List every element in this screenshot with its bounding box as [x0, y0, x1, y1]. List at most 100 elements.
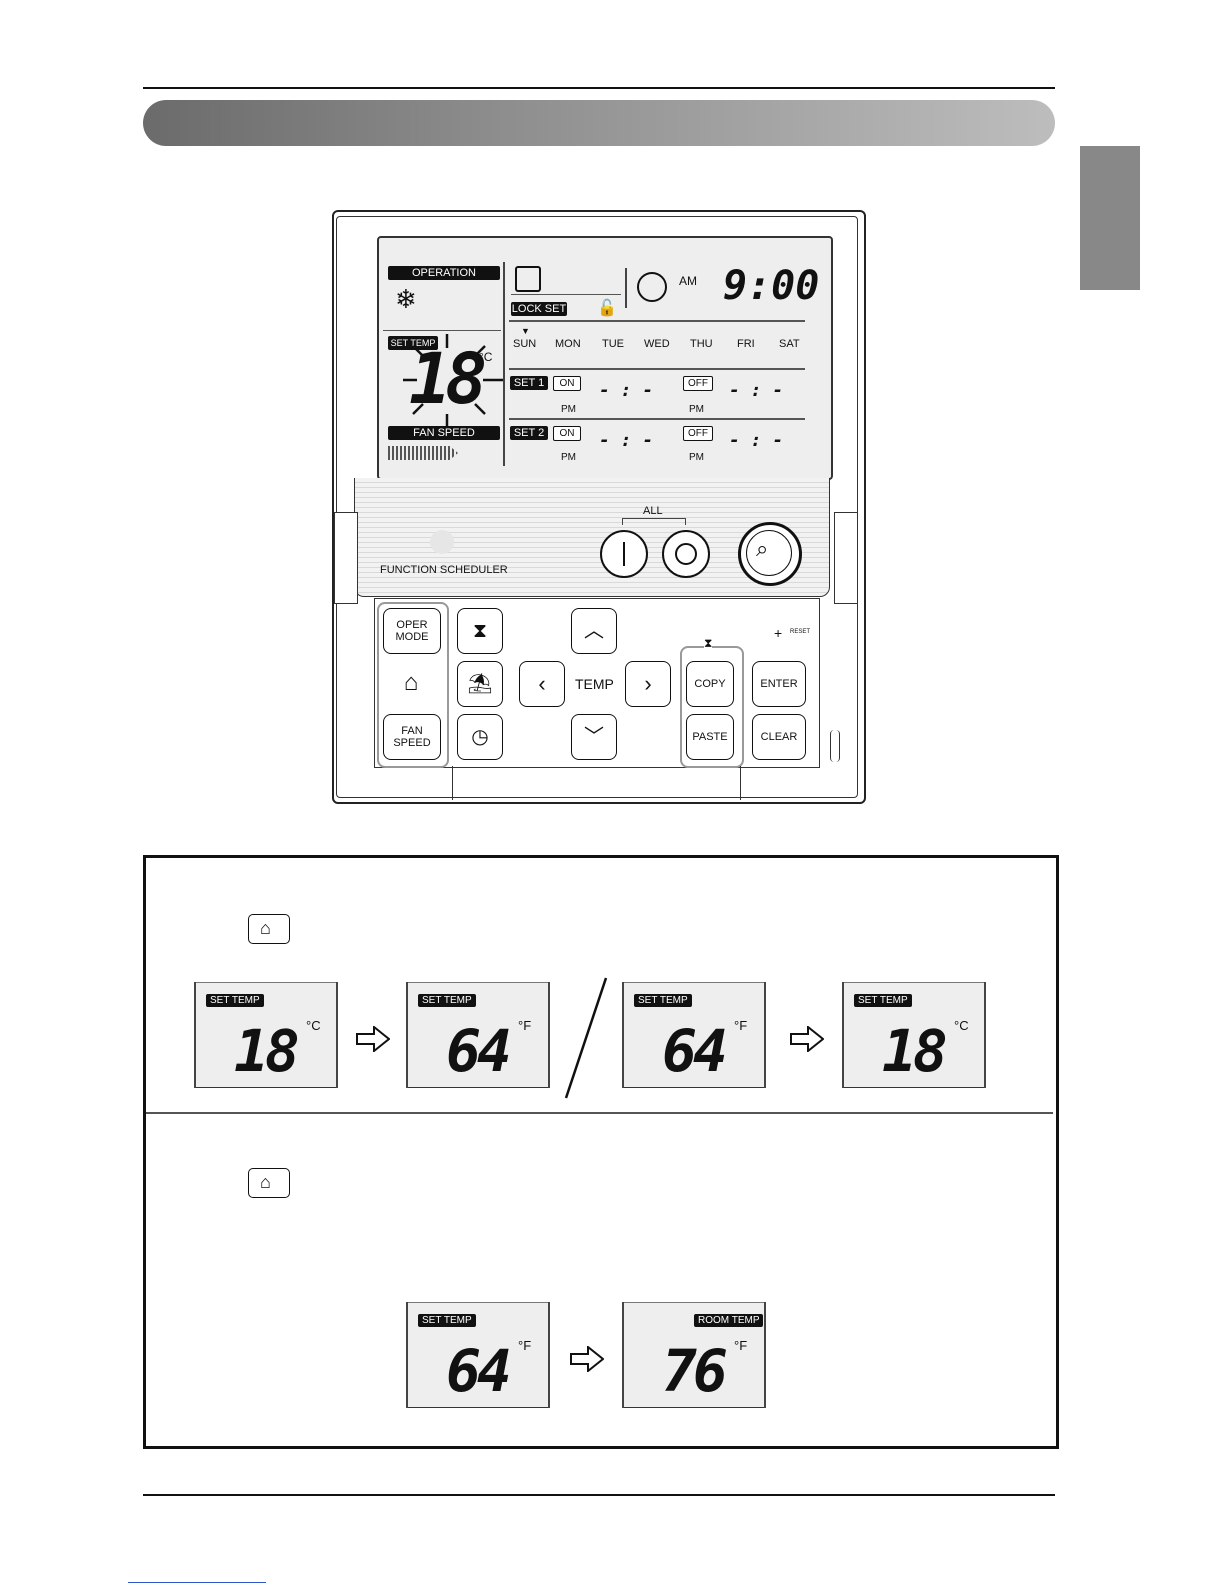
example-display-3: SET TEMP 64 °F: [622, 982, 766, 1088]
example-unit: °F: [734, 1338, 748, 1353]
day-sun: SUN: [513, 338, 537, 350]
day-fri: FRI: [737, 338, 755, 350]
clock-icon: ◷: [471, 726, 489, 748]
all-off-button[interactable]: [662, 530, 710, 578]
example-value: 18: [882, 1017, 948, 1085]
hourglass-icon: ⧗: [472, 620, 488, 642]
home-thermometer-icon: ⌂: [260, 918, 271, 938]
example-unit: °F: [518, 1018, 532, 1033]
day-wed: WED: [644, 338, 670, 350]
fan-speed-label: FAN SPEED: [388, 426, 500, 440]
top-rule: [143, 87, 1055, 89]
sensor-dot: [430, 530, 454, 554]
left-hinge: [334, 512, 358, 604]
all-on-button[interactable]: [600, 530, 648, 578]
fan-speed-button[interactable]: FAN SPEED: [383, 714, 441, 760]
unit-indicator-icon: [515, 266, 541, 292]
day-marker: ▼: [521, 326, 530, 336]
set2-on: ON: [553, 426, 581, 441]
unlock-icon: 🔓: [597, 300, 617, 317]
temp-right-button[interactable]: ›: [625, 661, 671, 707]
copy-button[interactable]: COPY: [686, 661, 734, 707]
example-tag: SET TEMP: [634, 994, 692, 1007]
example-display-1: SET TEMP 18 °C: [194, 982, 338, 1088]
set1-on-pm: PM: [561, 404, 576, 415]
chevron-right-icon: ›: [644, 671, 652, 696]
set1-label: SET 1: [510, 376, 548, 390]
set-temp-label: SET TEMP: [388, 336, 438, 350]
clock-button[interactable]: ◷: [457, 714, 503, 760]
chevron-down-icon: ﹀: [584, 726, 604, 748]
instruction-box: [143, 855, 1059, 1449]
example-display-2: SET TEMP 64 °F: [406, 982, 550, 1088]
off-circle-icon: [675, 543, 697, 565]
example-unit: °F: [734, 1018, 748, 1033]
example-display-6: ROOM TEMP 76 °F: [622, 1302, 766, 1408]
controller-frame: [336, 216, 858, 798]
lock-set-label: LOCK SET: [511, 302, 567, 316]
example-tag: ROOM TEMP: [694, 1314, 764, 1327]
function-scheduler-label: FUNCTION SCHEDULER: [380, 564, 508, 576]
oper-mode-button[interactable]: OPER MODE: [383, 608, 441, 654]
magnifier-check-icon: ⌕: [756, 536, 769, 561]
section-banner: [143, 100, 1055, 146]
room-temp-button[interactable]: ⌂: [383, 660, 439, 706]
timer-button[interactable]: ⧗: [457, 608, 503, 654]
room-temp-key-icon-1: ⌂: [248, 914, 290, 944]
all-label: ALL: [643, 505, 663, 517]
room-temp-key-icon-2: ⌂: [248, 1168, 290, 1198]
temp-left-button[interactable]: ‹: [519, 661, 565, 707]
lcd-display: OPERATION ❄ SET TEMP 18 °C FAN SPEED LOC…: [377, 236, 833, 480]
clear-button[interactable]: CLEAR: [752, 714, 806, 760]
clock-time: 9:00: [723, 263, 820, 309]
set1-off-time: - : -: [729, 380, 784, 401]
temp-down-button[interactable]: ﹀: [571, 714, 617, 760]
copy-hourglass-icon: ⧗: [704, 636, 713, 651]
temp-up-button[interactable]: ︿: [571, 608, 617, 654]
example-display-5: SET TEMP 64 °F: [406, 1302, 550, 1408]
example-display-4: SET TEMP 18 °C: [842, 982, 986, 1088]
blink-rays: [403, 334, 503, 428]
chevron-left-icon: ‹: [538, 671, 546, 696]
set2-off-pm: PM: [689, 452, 704, 463]
operation-label: OPERATION: [388, 266, 500, 280]
set2-on-time: - : -: [599, 430, 654, 451]
arrow-right-icon: [356, 1026, 390, 1052]
example-value: 64: [446, 1017, 512, 1085]
set1-off-pm: PM: [689, 404, 704, 415]
fan-speed-bar: [388, 446, 458, 460]
search-button[interactable]: ⌕: [738, 522, 802, 586]
reset-label[interactable]: RESET: [790, 629, 811, 635]
set2-off-time: - : -: [729, 430, 784, 451]
reset-crosshair-icon: +: [774, 625, 783, 641]
chevron-up-icon: ︿: [584, 620, 604, 642]
footer-link-underline: [128, 1582, 266, 1583]
cool-mode-icon: ❄: [395, 284, 417, 314]
example-unit: °C: [954, 1018, 969, 1033]
on-line-icon: [623, 542, 625, 566]
beach-umbrella-icon: ⛱: [467, 673, 493, 695]
home-thermometer-icon: ⌂: [260, 1172, 271, 1192]
set2-on-pm: PM: [561, 452, 576, 463]
chapter-tab: [1080, 146, 1140, 290]
day-thu: THU: [690, 338, 713, 350]
set1-on-time: - : -: [599, 380, 654, 401]
vacation-button[interactable]: ⛱: [457, 661, 503, 707]
home-thermometer-icon: ⌂: [403, 669, 419, 696]
slot-lines: [830, 730, 840, 762]
example-value: 64: [446, 1337, 512, 1405]
example-tag: SET TEMP: [418, 994, 476, 1007]
example-tag: SET TEMP: [206, 994, 264, 1007]
am-label: AM: [679, 274, 697, 288]
day-sat: SAT: [779, 338, 800, 350]
example-value: 64: [662, 1017, 728, 1085]
set1-on: ON: [553, 376, 581, 391]
enter-button[interactable]: ENTER: [752, 661, 806, 707]
day-tue: TUE: [602, 338, 624, 350]
paste-button[interactable]: PASTE: [686, 714, 734, 760]
example-value: 18: [234, 1017, 300, 1085]
bottom-rule: [143, 1494, 1055, 1496]
example-unit: °C: [306, 1018, 321, 1033]
arrow-right-icon: [790, 1026, 824, 1052]
right-hinge: [834, 512, 858, 604]
